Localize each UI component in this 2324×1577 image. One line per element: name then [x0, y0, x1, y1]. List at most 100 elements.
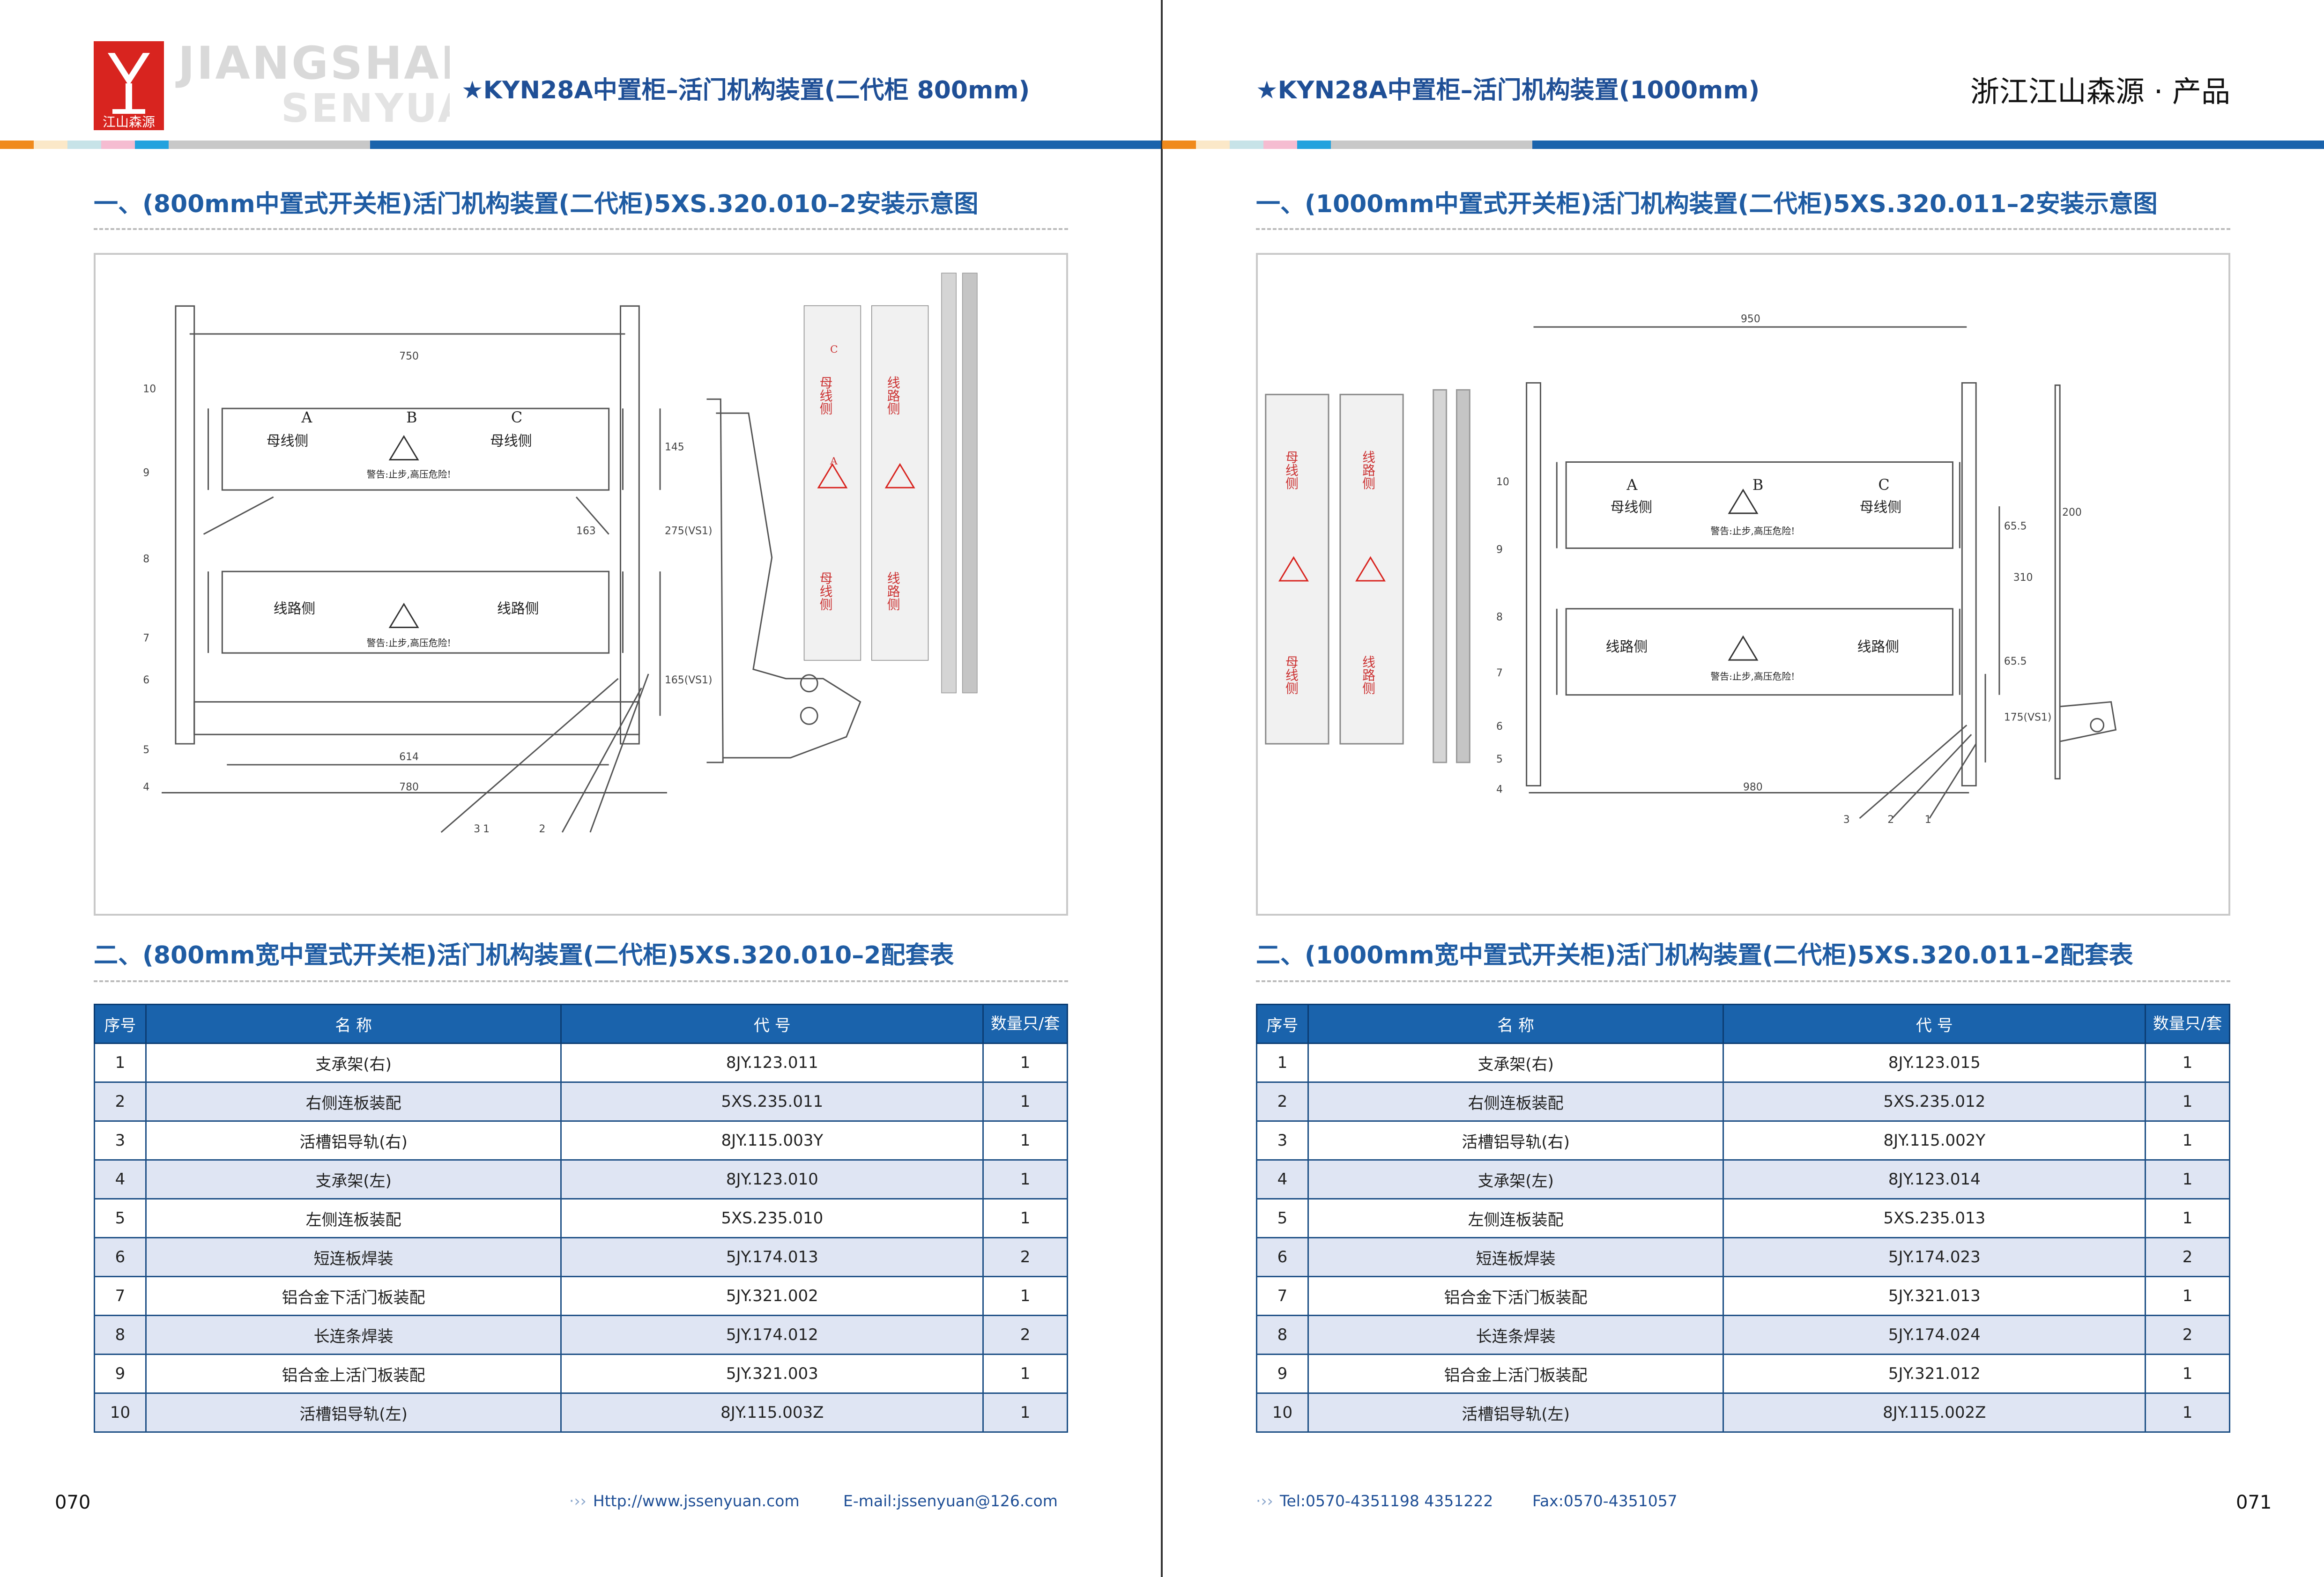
cell-index: 7	[94, 1276, 147, 1316]
cell-qty: 1	[2145, 1120, 2230, 1161]
svg-text:8: 8	[143, 553, 149, 565]
cell-name: 右侧连板装配	[145, 1081, 562, 1122]
cell-code: 5JY.174.024	[1723, 1315, 2146, 1355]
svg-text:母线侧: 母线侧	[1284, 655, 1299, 695]
cell-index: 9	[94, 1354, 147, 1394]
svg-text:200: 200	[2062, 507, 2082, 518]
svg-text:SENYUAN: SENYUAN	[281, 85, 450, 131]
footer-tel: ·››Tel:0570-4351198 4351222	[1256, 1492, 1493, 1510]
svg-text:母线侧: 母线侧	[1860, 499, 1901, 516]
svg-text:7: 7	[143, 632, 149, 644]
footer-url[interactable]: ·››Http://www.jssenyuan.com	[569, 1492, 800, 1510]
cell-code: 8JY.115.003Y	[560, 1120, 984, 1161]
footer-fax: Fax:0570-4351057	[1532, 1492, 1678, 1510]
svg-text:线路侧: 线路侧	[1857, 639, 1899, 655]
cell-name: 短连板焊装	[145, 1237, 562, 1277]
cell-code: 8JY.123.014	[1723, 1159, 2146, 1199]
cell-index: 8	[1256, 1315, 1309, 1355]
section-title-table: 二、(1000mm宽中置式开关柜)活门机构装置(二代柜)5XS.320.011–…	[1256, 941, 2133, 970]
cell-qty: 2	[982, 1237, 1068, 1277]
svg-text:A: A	[830, 455, 838, 467]
cell-index: 3	[1256, 1120, 1309, 1161]
cell-code: 5JY.321.002	[560, 1276, 984, 1316]
diagram-drawing: A B C 母线侧 母线侧 警告:止步,高压危险! 线路侧 线路侧 警告:止步,…	[1265, 313, 2117, 826]
cell-name: 铝合金上活门板装配	[1307, 1354, 1724, 1394]
svg-text:5: 5	[1496, 754, 1503, 765]
svg-text:母线侧: 母线侧	[1611, 499, 1652, 516]
svg-text:310: 310	[2013, 572, 2033, 584]
svg-text:7: 7	[1496, 667, 1503, 679]
svg-text:2: 2	[1887, 814, 1894, 826]
header-title-left: ★KYN28A中置柜–活门机构装置(二代柜 800mm)	[461, 76, 1030, 104]
svg-text:145: 145	[665, 442, 684, 453]
cell-qty: 1	[2145, 1159, 2230, 1199]
svg-text:B: B	[1752, 476, 1763, 494]
cell-qty: 1	[2145, 1198, 2230, 1238]
section-title-table: 二、(800mm宽中置式开关柜)活门机构装置(二代柜)5XS.320.010–2…	[94, 941, 954, 970]
svg-text:6: 6	[1496, 721, 1503, 733]
cell-qty: 1	[982, 1354, 1068, 1394]
color-stripe	[1162, 141, 2324, 149]
cell-index: 5	[94, 1198, 147, 1238]
svg-text:4: 4	[143, 781, 149, 793]
cell-code: 5JY.174.012	[560, 1315, 984, 1355]
svg-text:C: C	[511, 408, 522, 426]
cell-qty: 1	[982, 1120, 1068, 1161]
svg-text:980: 980	[1743, 781, 1763, 793]
svg-text:B: B	[406, 408, 417, 426]
cell-code: 5XS.235.012	[1723, 1081, 2146, 1122]
cell-code: 5JY.321.012	[1723, 1354, 2146, 1394]
svg-text:警告:止步,高压危险!: 警告:止步,高压危险!	[1710, 526, 1795, 537]
cell-index: 1	[94, 1043, 147, 1083]
cell-code: 5XS.235.010	[560, 1198, 984, 1238]
cell-qty: 1	[982, 1081, 1068, 1122]
cell-qty: 1	[2145, 1276, 2230, 1316]
col-header-index: 序号	[1256, 1004, 1309, 1044]
section-title-install: 一、(800mm中置式开关柜)活门机构装置(二代柜)5XS.320.010–2安…	[94, 190, 979, 218]
svg-text:4: 4	[1496, 784, 1503, 795]
cell-index: 10	[94, 1392, 147, 1433]
page-spine	[1161, 0, 1163, 1577]
cell-qty: 1	[982, 1043, 1068, 1083]
table-header-row: 序号 名 称 代 号 数量只/套	[94, 1004, 1068, 1044]
svg-text:线路侧: 线路侧	[885, 376, 901, 415]
cell-qty: 1	[982, 1276, 1068, 1316]
svg-text:950: 950	[1741, 313, 1760, 325]
cell-index: 4	[94, 1159, 147, 1199]
cell-name: 支承架(左)	[1307, 1159, 1724, 1199]
cell-name: 活槽铝导轨(左)	[1307, 1392, 1724, 1433]
svg-text:165(VS1): 165(VS1)	[665, 674, 713, 686]
header-title-right: ★KYN28A中置柜–活门机构装置(1000mm)	[1256, 76, 1760, 104]
cell-index: 5	[1256, 1198, 1309, 1238]
company-logo: 江山森源 JIANGSHAN SENYUAN	[94, 37, 503, 137]
cell-name: 支承架(右)	[145, 1043, 562, 1083]
cell-qty: 1	[2145, 1081, 2230, 1122]
cell-index: 9	[1256, 1354, 1309, 1394]
right-page: ★KYN28A中置柜–活门机构装置(1000mm) 浙江江山森源 · 产品 一、…	[1162, 0, 2324, 1577]
cell-name: 右侧连板装配	[1307, 1081, 1724, 1122]
col-header-code: 代 号	[1723, 1004, 2146, 1044]
cell-name: 活槽铝导轨(右)	[1307, 1120, 1724, 1161]
cell-code: 8JY.123.011	[560, 1043, 984, 1083]
cell-index: 4	[1256, 1159, 1309, 1199]
cell-code: 8JY.123.010	[560, 1159, 984, 1199]
svg-text:175(VS1): 175(VS1)	[2004, 711, 2052, 723]
cell-name: 左侧连板装配	[145, 1198, 562, 1238]
svg-text:线路侧: 线路侧	[1606, 639, 1648, 655]
table-header-row: 序号 名 称 代 号 数量只/套	[1256, 1004, 2230, 1044]
footer-email[interactable]: E-mail:jssenyuan@126.com	[843, 1492, 1058, 1510]
svg-text:2: 2	[539, 823, 546, 835]
col-header-code: 代 号	[560, 1004, 984, 1044]
svg-text:A: A	[301, 408, 312, 426]
svg-text:警告:止步,高压危险!: 警告:止步,高压危险!	[367, 637, 451, 648]
divider	[94, 228, 1068, 230]
color-stripe	[0, 141, 1162, 149]
